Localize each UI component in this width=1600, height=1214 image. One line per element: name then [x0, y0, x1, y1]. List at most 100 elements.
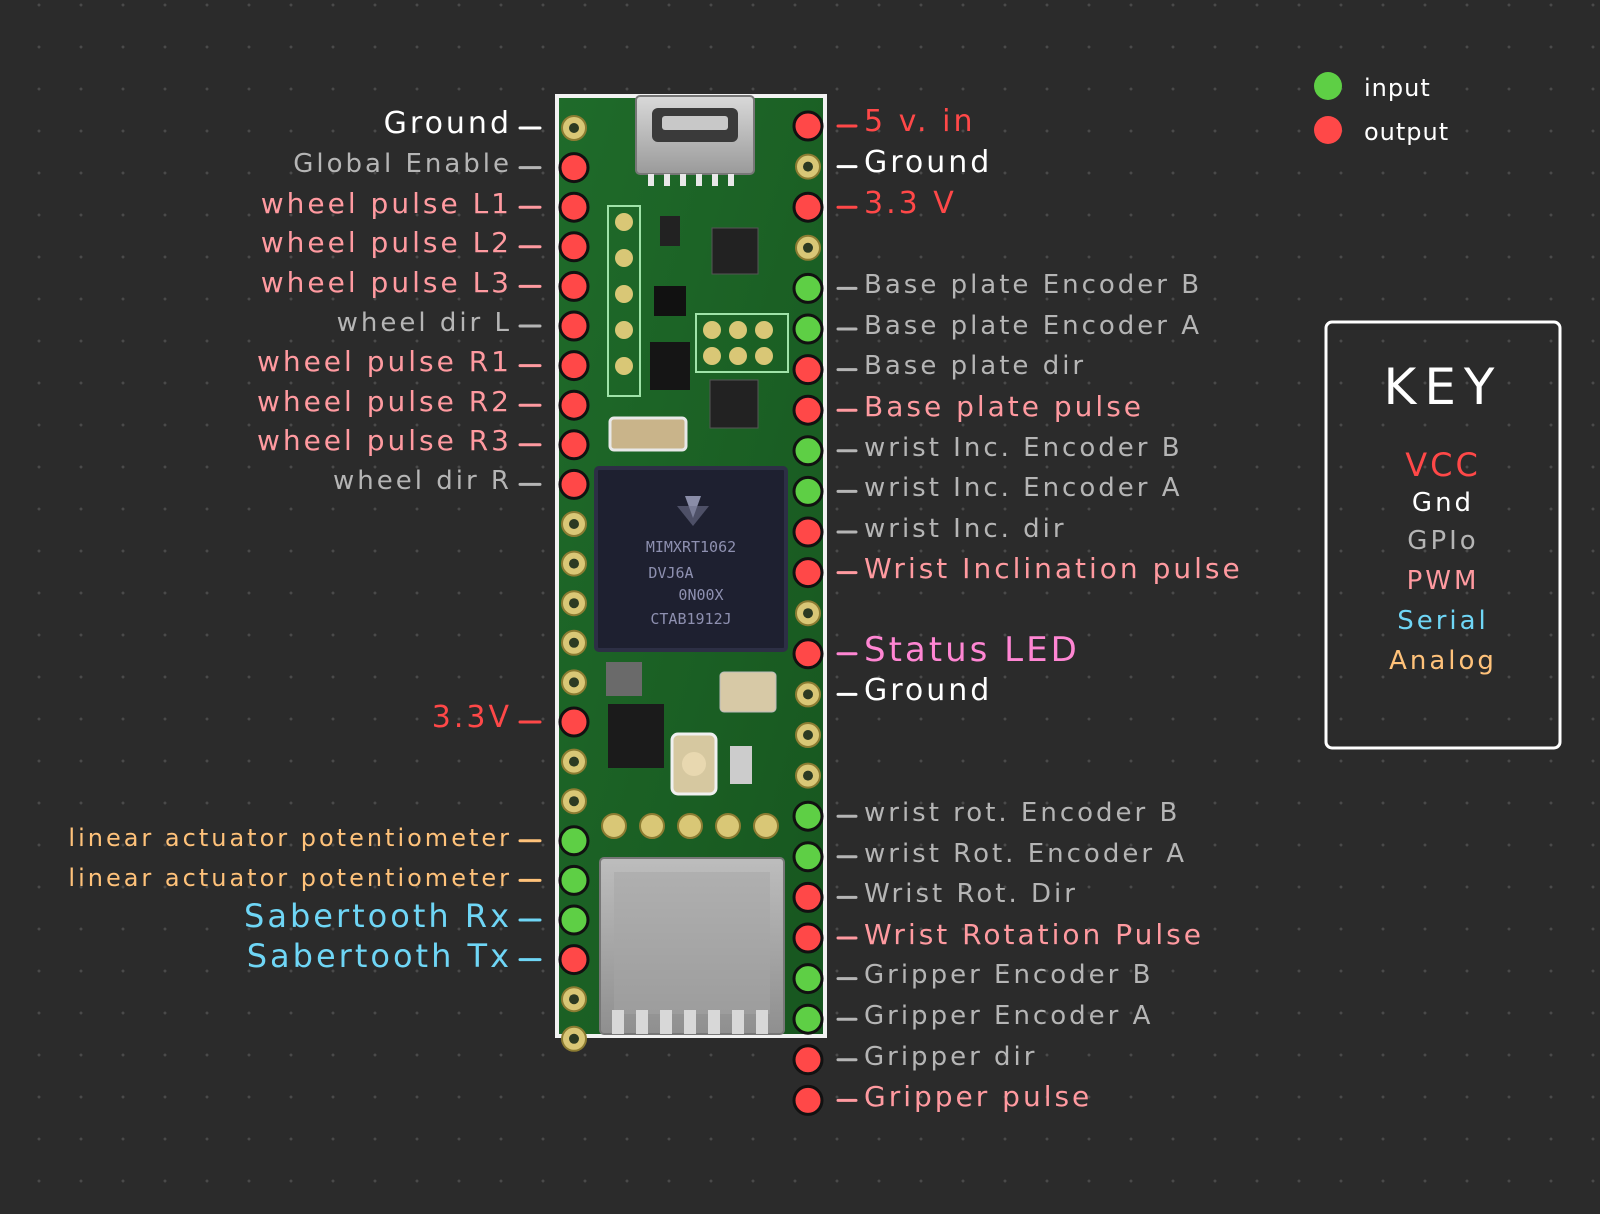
input-marker [792, 313, 824, 345]
right-pin-label-6: Base plate dir [864, 351, 1087, 382]
output-marker [558, 270, 590, 302]
key-panel: KEY VCC Gnd GPIo PWM Serial Analog [1326, 322, 1560, 748]
right-pin-12 [795, 600, 821, 627]
right-pin-11 [792, 557, 824, 589]
chip-marking-line: DVJ6A [648, 564, 693, 582]
left-pin-5 [558, 310, 590, 342]
right-pin-label-8: wrist Inc. Encoder B [864, 432, 1183, 463]
right-pin-label-19: Wrist Rot. Dir [864, 879, 1078, 910]
output-marker [792, 922, 824, 954]
input-marker [792, 1003, 824, 1035]
left-pin-label-5: wheel dir L [336, 307, 512, 338]
right-pin-10 [792, 516, 824, 548]
left-pin-23 [561, 1025, 587, 1052]
output-marker [792, 191, 824, 223]
right-pin-20 [792, 922, 824, 954]
left-pin-9 [558, 468, 590, 500]
right-pin-7 [792, 394, 824, 426]
left-pin-15 [558, 706, 590, 738]
left-pin-3 [558, 231, 590, 263]
left-pin-2 [558, 191, 590, 223]
output-marker [558, 706, 590, 738]
left-pin-label-19: linear actuator potentiometer [68, 863, 512, 892]
right-pin-8 [792, 435, 824, 467]
left-pin-16 [561, 748, 587, 775]
output-marker [792, 516, 824, 548]
right-pin-19 [792, 881, 824, 913]
legend-output-dot [1314, 116, 1342, 144]
input-marker [792, 435, 824, 467]
left-pin-label-21: Sabertooth Tx [246, 936, 512, 975]
right-pin-label-22: Gripper Encoder A [864, 1001, 1154, 1032]
vertical-header-pad-2 [615, 285, 633, 303]
right-pin-label-18: wrist Rot. Encoder A [864, 838, 1188, 869]
header-pad-0 [703, 321, 721, 339]
header-block-vertical [607, 205, 641, 397]
leader-lines [518, 124, 858, 1102]
right-pin-9 [792, 475, 824, 507]
output-marker [558, 152, 590, 184]
output-marker [558, 429, 590, 461]
right-pin-14 [795, 681, 821, 708]
bottom-pad-2 [677, 813, 703, 839]
left-pin-label-0: Ground [383, 106, 512, 142]
right-pin-label-13: Status LED [864, 629, 1080, 670]
bottom-pad-0 [601, 813, 627, 839]
right-pin-label-21: Gripper Encoder B [864, 960, 1154, 991]
right-pin-5 [792, 313, 824, 345]
output-marker [558, 310, 590, 342]
right-pin-17 [792, 800, 824, 832]
header-pad-2 [755, 321, 773, 339]
right-pin-13 [792, 638, 824, 670]
header-pad-1 [729, 321, 747, 339]
left-pin-22 [561, 986, 587, 1013]
bottom-pad-4 [753, 813, 779, 839]
input-marker [558, 904, 590, 936]
right-pin-label-23: Gripper dir [864, 1041, 1038, 1072]
left-pin-label-1: Global Enable [293, 149, 512, 180]
right-pin-4 [792, 272, 824, 304]
output-marker [558, 191, 590, 223]
chip-marking-line: 0N00X [678, 586, 723, 604]
input-marker [792, 963, 824, 995]
input-marker [558, 864, 590, 896]
left-pin-14 [561, 669, 587, 696]
left-pin-label-8: wheel pulse R3 [256, 424, 512, 458]
left-pin-label-3: wheel pulse L2 [260, 226, 512, 260]
left-pin-13 [561, 629, 587, 656]
right-pin-label-14: Ground [864, 672, 993, 708]
output-marker [792, 1044, 824, 1076]
left-pin-19 [558, 864, 590, 896]
output-marker [558, 389, 590, 421]
left-pin-label-15: 3.3V [431, 700, 512, 736]
left-pin-12 [561, 590, 587, 617]
right-pin-0 [792, 110, 824, 142]
output-marker [558, 468, 590, 500]
left-pin-11 [561, 550, 587, 577]
right-pin-23 [792, 1044, 824, 1076]
output-marker [558, 944, 590, 976]
legend-input-label: input [1364, 74, 1431, 102]
left-pin-label-7: wheel pulse R2 [256, 384, 512, 418]
left-pin-6 [558, 350, 590, 382]
right-pin-label-11: Wrist Inclination pulse [864, 552, 1243, 586]
left-pin-21 [558, 944, 590, 976]
left-pin-label-2: wheel pulse L1 [260, 186, 512, 220]
key-pwm: PWM [1406, 566, 1480, 596]
legend-input-dot [1314, 72, 1342, 100]
key-serial: Serial [1397, 606, 1489, 636]
vertical-header-pad-3 [615, 321, 633, 339]
input-marker [792, 272, 824, 304]
right-pin-label-20: Wrist Rotation Pulse [864, 917, 1204, 951]
left-pin-label-4: wheel pulse L3 [260, 266, 512, 300]
output-marker [792, 881, 824, 913]
left-pin-label-18: linear actuator potentiometer [68, 823, 512, 852]
left-pin-8 [558, 429, 590, 461]
output-marker [792, 110, 824, 142]
right-pin-24 [792, 1084, 824, 1116]
output-marker [792, 394, 824, 426]
legend-output-label: output [1364, 118, 1450, 146]
output-marker [558, 231, 590, 263]
header-pad-3 [703, 347, 721, 365]
